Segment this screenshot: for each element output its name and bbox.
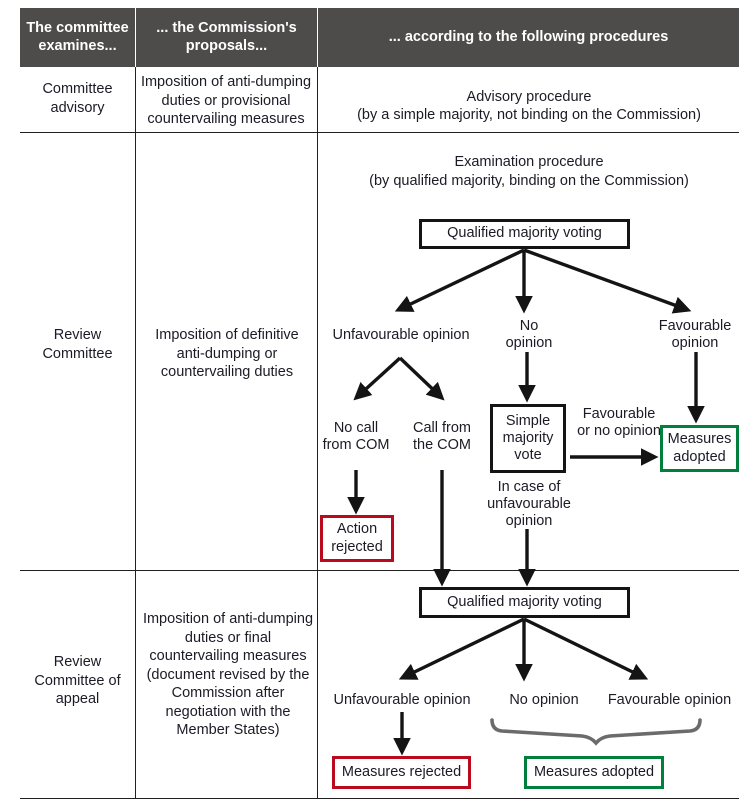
procedures-table: The committee examines... ... the Commis… bbox=[20, 8, 739, 799]
measures-rejected-box-appeal: Measures rejected bbox=[332, 756, 471, 789]
header-cell-procedures: ... according to the following procedure… bbox=[317, 8, 739, 67]
cell-proposals-advisory: Imposition of anti-dumping duties or pro… bbox=[140, 74, 312, 128]
label-unfavourable-opinion-appeal: Unfavourable opinion bbox=[333, 692, 471, 708]
label-no-opinion-appeal: No opinion bbox=[509, 692, 579, 708]
cell-procedure-advisory-title: Advisory procedure bbox=[466, 89, 592, 105]
column-rule-2 bbox=[317, 67, 318, 798]
table-header-row: The committee examines... ... the Commis… bbox=[20, 8, 739, 67]
cell-proposals-review: Imposition of definitive anti-dumping or… bbox=[155, 327, 299, 381]
row-rule-bottom bbox=[20, 798, 739, 799]
measures-adopted-box-appeal: Measures adopted bbox=[524, 756, 664, 789]
cell-procedure-review-title: Examination procedure bbox=[454, 154, 604, 170]
cell-committee-advisory: Committee advisory bbox=[42, 81, 113, 116]
row-rule-2 bbox=[20, 570, 739, 571]
column-rule-1 bbox=[135, 67, 136, 798]
qmv-box-review: Qualified majority voting bbox=[419, 219, 630, 249]
label-favourable-opinion-appeal: Favourable opinion bbox=[607, 692, 732, 708]
header-cell-proposals: ... the Commission's proposals... bbox=[135, 8, 317, 67]
cell-procedure-advisory-sub: (by a simple majority, not binding on th… bbox=[357, 107, 701, 123]
row-rule-1 bbox=[20, 132, 739, 133]
action-rejected-box: Action rejected bbox=[320, 515, 394, 562]
cell-proposals-appeal: Imposition of anti-dumping duties or fin… bbox=[142, 611, 314, 739]
qmv-box-appeal: Qualified majority voting bbox=[419, 587, 630, 618]
label-unfavourable-opinion-review: Unfavourable opinion bbox=[332, 327, 470, 343]
cell-committee-appeal: Review Committee of appeal bbox=[34, 654, 121, 708]
header-cell-committee: The committee examines... bbox=[26, 19, 129, 54]
cell-procedure-review-sub: (by qualified majority, binding on the C… bbox=[369, 173, 689, 189]
cell-committee-review: Review Committee bbox=[42, 327, 113, 362]
